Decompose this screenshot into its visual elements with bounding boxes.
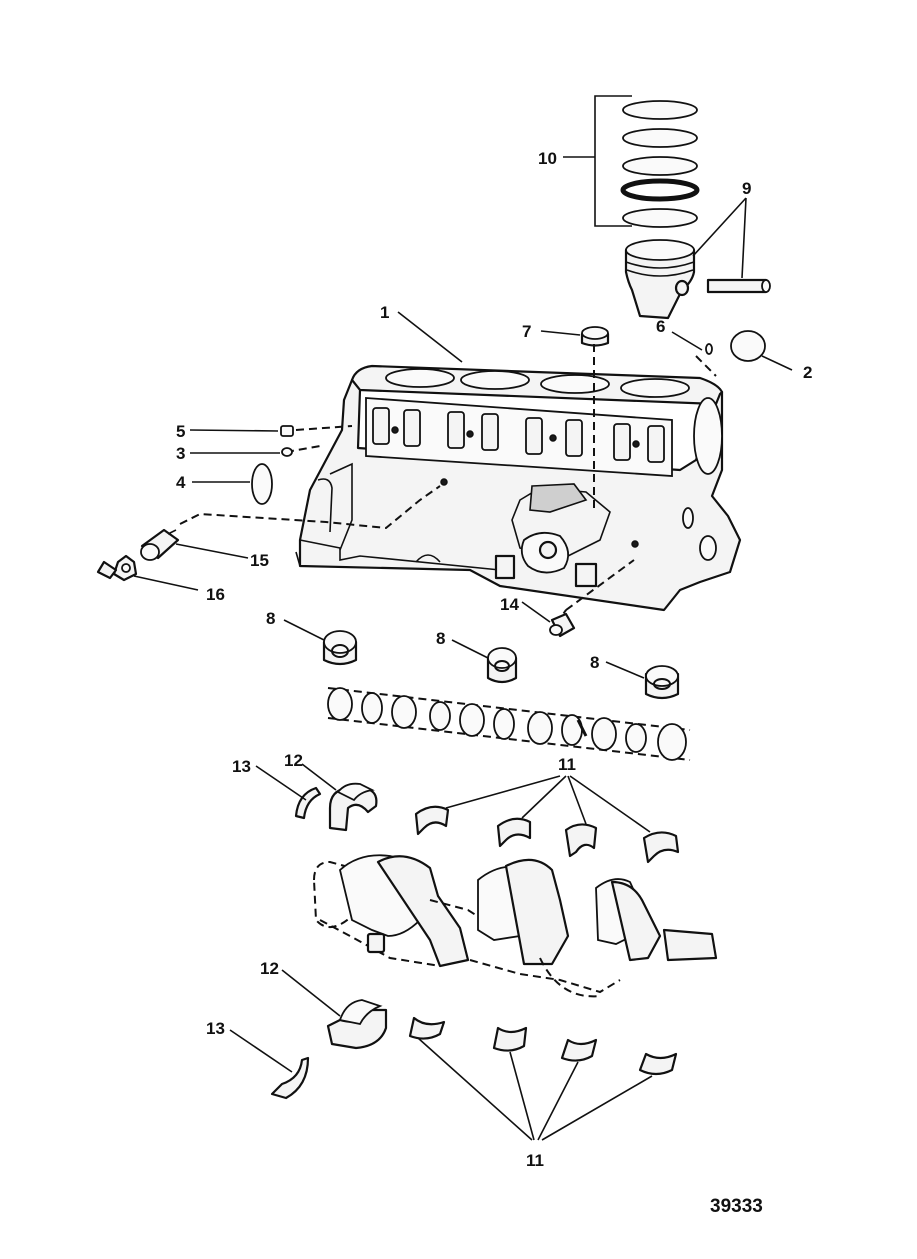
callout-2: 2 xyxy=(803,363,812,382)
callout-8b: 8 xyxy=(436,629,445,648)
pipe-plug xyxy=(280,425,294,437)
callout-3: 3 xyxy=(176,444,185,463)
callout-12-upper: 12 xyxy=(284,751,303,770)
callout-8c: 8 xyxy=(590,653,599,672)
callout-6: 6 xyxy=(656,317,665,336)
camshaft xyxy=(327,687,691,761)
cam-bearing-right xyxy=(644,665,680,700)
drain-cock xyxy=(96,554,138,582)
upper-thrust-bearing xyxy=(328,782,378,832)
expansion-plug xyxy=(730,330,766,362)
callout-12-lower: 12 xyxy=(260,959,279,978)
piston xyxy=(624,239,696,320)
crankshaft xyxy=(312,854,718,998)
cam-bearing-left xyxy=(322,630,358,666)
callout-10: 10 xyxy=(538,149,557,168)
callout-15: 15 xyxy=(250,551,269,570)
figure-number: 39333 xyxy=(710,1196,763,1217)
upper-main-bearings xyxy=(414,805,680,864)
cam-bearing-plug xyxy=(580,326,610,347)
lower-rear-seal xyxy=(270,1056,310,1100)
cylinder-block xyxy=(295,364,742,612)
cam-bearing-center xyxy=(486,647,518,684)
callout-8a: 8 xyxy=(266,609,275,628)
callout-14: 14 xyxy=(500,595,519,614)
lower-main-bearings xyxy=(408,1016,678,1076)
piston-rings xyxy=(620,100,700,228)
callout-13-upper: 13 xyxy=(232,757,251,776)
ring-bracket xyxy=(563,95,632,227)
water-sensor xyxy=(549,612,576,638)
callout-11-lower: 11 xyxy=(526,1151,544,1170)
callout-13-lower: 13 xyxy=(206,1019,225,1038)
piston-pin xyxy=(706,278,771,294)
callout-4: 4 xyxy=(176,473,186,492)
callout-11-upper: 11 xyxy=(558,755,576,774)
callout-16: 16 xyxy=(206,585,225,604)
callout-1: 1 xyxy=(380,303,389,322)
assembly-lines-center xyxy=(555,344,717,625)
lower-thrust-bearing xyxy=(326,999,388,1050)
dowel-pin xyxy=(705,343,713,355)
callout-labels: 1 2 3 4 5 6 7 8 8 8 9 10 11 11 12 12 13 … xyxy=(176,149,812,1170)
drain-fitting xyxy=(140,528,180,561)
callout-9: 9 xyxy=(742,179,751,198)
upper-rear-seal xyxy=(294,786,322,820)
callout-7: 7 xyxy=(522,322,531,341)
callout-5: 5 xyxy=(176,422,185,441)
plug xyxy=(281,447,293,457)
freeze-plug xyxy=(251,463,273,505)
